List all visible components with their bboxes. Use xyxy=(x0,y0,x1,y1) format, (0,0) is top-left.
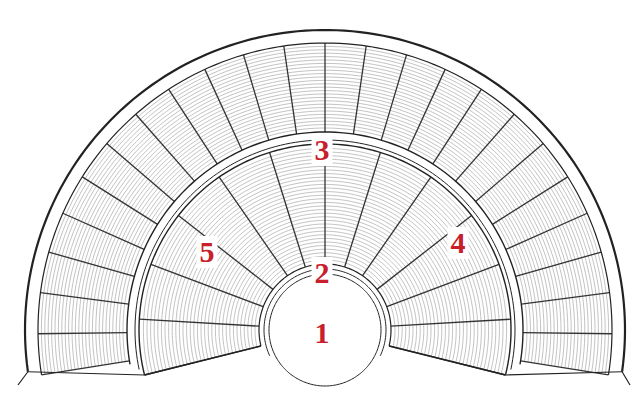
aisle-line xyxy=(523,333,612,334)
aisle-line xyxy=(136,114,195,181)
aisle-line xyxy=(178,215,273,289)
aisle-line xyxy=(506,213,587,249)
aisle-line xyxy=(377,215,472,289)
aisle-line xyxy=(107,144,175,202)
aisle-line xyxy=(456,114,515,181)
aisle-line xyxy=(145,346,261,375)
wall-line xyxy=(25,30,625,372)
aisle-line xyxy=(82,177,157,224)
aisle-line xyxy=(389,346,505,375)
aisle-line xyxy=(219,177,287,276)
seat-row xyxy=(237,242,413,351)
wall-line xyxy=(18,372,28,385)
aisle-line xyxy=(324,43,325,132)
seat-row xyxy=(99,104,551,365)
walls xyxy=(18,30,630,386)
aisle-line xyxy=(363,177,431,276)
wall-line xyxy=(622,372,630,385)
aisle-line xyxy=(521,293,609,305)
wall-line xyxy=(269,274,381,386)
aisle-line xyxy=(391,319,511,326)
aisles xyxy=(38,43,612,375)
aisle-line xyxy=(243,55,268,140)
aisle-line xyxy=(38,333,127,334)
aisle-line xyxy=(151,264,263,306)
aisle-line xyxy=(381,55,406,140)
aisle-line xyxy=(516,252,602,276)
aisle-line xyxy=(284,46,297,134)
wall-line xyxy=(389,346,505,375)
wall-line xyxy=(505,372,622,375)
seat-row xyxy=(86,91,565,368)
callout-number: 4 xyxy=(448,227,469,259)
aisle-line xyxy=(63,213,144,249)
wall-line xyxy=(135,140,515,370)
aisle-line xyxy=(205,69,242,150)
aisle-line xyxy=(492,177,567,224)
aisle-line xyxy=(408,69,445,150)
aisle-line xyxy=(270,152,306,267)
wall-line xyxy=(139,144,511,375)
aisle-line xyxy=(40,293,128,305)
aisle-line xyxy=(387,264,499,306)
callout-number: 5 xyxy=(197,236,218,268)
seat-row xyxy=(96,101,554,366)
seat-row xyxy=(89,94,561,367)
wall-line xyxy=(28,372,145,375)
aisle-line xyxy=(49,252,135,276)
wall-line xyxy=(38,43,612,375)
aisle-line xyxy=(433,89,481,164)
seat-row xyxy=(116,121,534,362)
aisle-line xyxy=(345,152,381,267)
seat-row xyxy=(106,111,544,364)
seat-row xyxy=(244,249,406,349)
aisle-line xyxy=(139,319,259,326)
seat-row xyxy=(103,108,548,365)
wall-line xyxy=(127,132,523,364)
aisle-line xyxy=(353,46,366,134)
wall-line xyxy=(145,346,261,375)
aisle-line xyxy=(476,144,544,202)
seat-row xyxy=(109,114,540,363)
aisle-line xyxy=(169,89,217,164)
callout-number: 3 xyxy=(312,134,333,166)
callout-number: 1 xyxy=(312,317,333,349)
seat-row xyxy=(113,118,537,363)
seat-row xyxy=(241,246,410,351)
callout-number: 2 xyxy=(312,257,333,289)
